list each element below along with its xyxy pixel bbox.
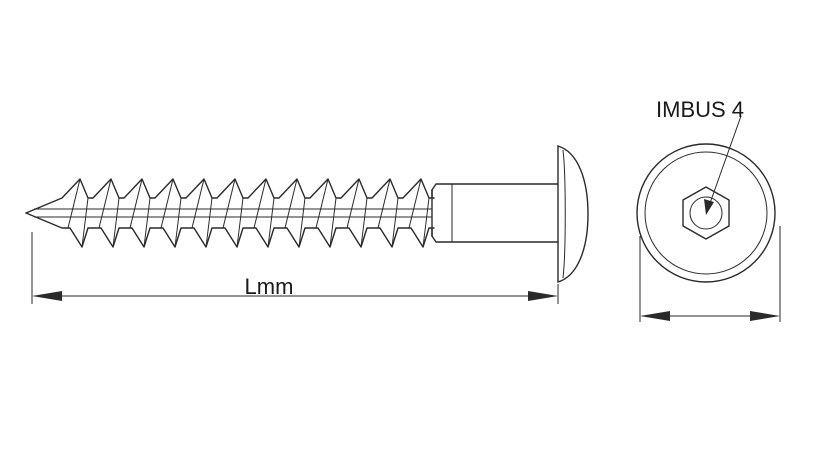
leader-arrow-icon <box>704 199 714 215</box>
length-dimension: Lmm <box>31 232 559 304</box>
length-label: Lmm <box>245 274 294 299</box>
screw-thread <box>25 178 435 248</box>
thread-crest <box>346 178 368 248</box>
thread-crest <box>284 178 306 248</box>
screw-shank <box>431 183 559 243</box>
diameter-dimension <box>639 226 781 322</box>
arrow-right-icon <box>750 311 780 321</box>
thread-crest <box>98 178 120 248</box>
arrow-left-icon <box>640 311 670 321</box>
thread-crest <box>315 178 337 248</box>
thread-outline-bottom <box>25 212 435 248</box>
hex-socket-icon <box>682 186 730 240</box>
arrow-left-icon <box>32 291 62 301</box>
thread-crest <box>222 178 244 248</box>
screw-side-view <box>25 145 589 283</box>
thread-crest <box>377 178 399 248</box>
thread-crest <box>129 178 151 248</box>
thread-outline-top <box>25 178 435 214</box>
arrow-right-icon <box>528 291 558 301</box>
thread-crest <box>253 178 275 248</box>
thread-crest <box>191 178 213 248</box>
thread-crest <box>408 178 430 248</box>
drive-label: IMBUS 4 <box>656 97 744 122</box>
thread-crest <box>160 178 182 248</box>
thread-crest <box>67 178 89 248</box>
screw-head-top-view: IMBUS 4 <box>636 97 776 283</box>
screw-head <box>557 145 589 283</box>
